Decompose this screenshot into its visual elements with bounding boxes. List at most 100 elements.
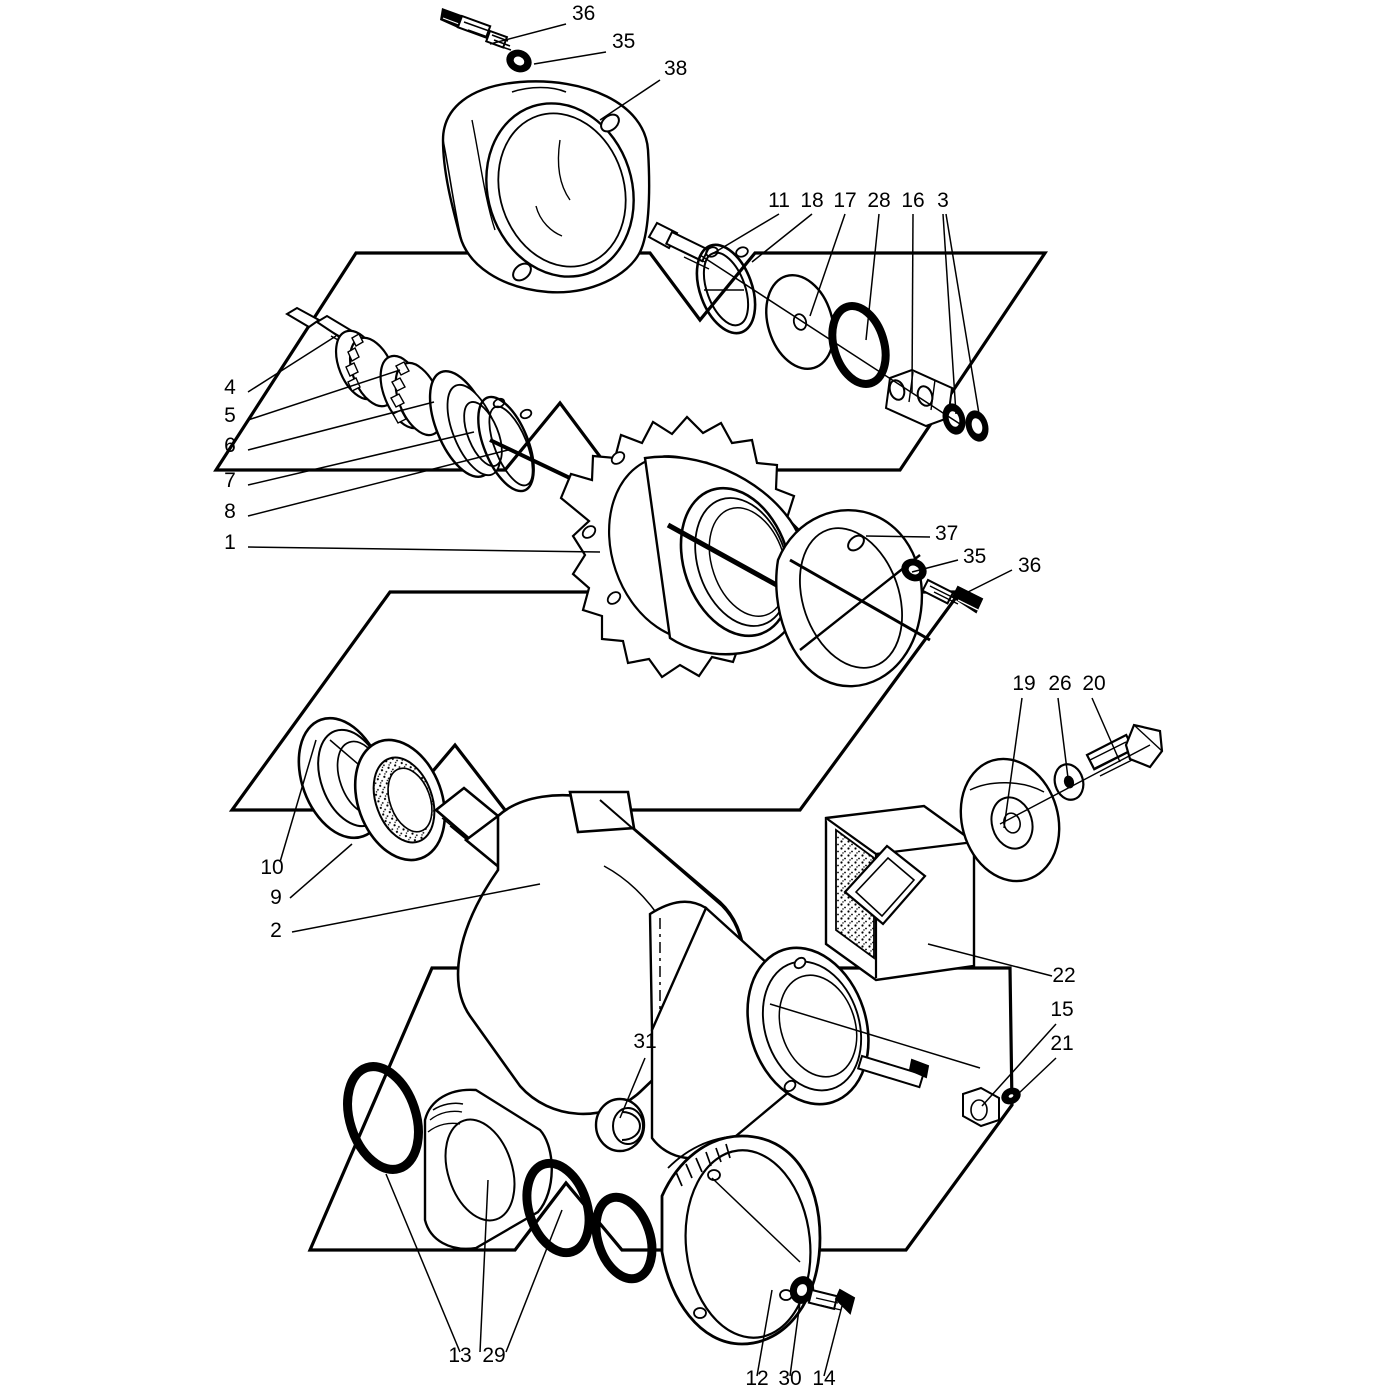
part-36-socket-screw-top: [440, 8, 512, 51]
leader-38: [599, 79, 661, 121]
axis-line-upper: [699, 254, 961, 425]
leader-9: [289, 843, 353, 899]
leader-30: [789, 1301, 801, 1377]
callout-1: 1: [224, 531, 236, 554]
leader-37: [865, 535, 931, 538]
part-7-bearing-race: [428, 369, 503, 479]
part-28-o-ring: [828, 302, 890, 388]
leader-31: [619, 1057, 646, 1119]
callout-7: 7: [224, 469, 236, 492]
callout-30: 30: [778, 1367, 801, 1390]
leader-5: [247, 369, 401, 421]
callout-4: 4: [224, 376, 236, 399]
leader-3a: [942, 213, 957, 415]
callout-36-mid: 36: [1018, 554, 1041, 577]
part-5-bearing-outer: [334, 329, 398, 408]
callout-18: 18: [800, 189, 823, 212]
axis-line-right: [999, 744, 1151, 825]
callout-21: 21: [1050, 1032, 1073, 1055]
part-19-cover-disc: [959, 757, 1061, 883]
leader-3b: [945, 213, 981, 421]
part-38-bell-housing: [441, 80, 651, 294]
part-17-disc-plate: [765, 273, 835, 371]
callout-5: 5: [224, 404, 236, 427]
callout-13: 13: [448, 1344, 471, 1367]
part-35-washer-top: [506, 49, 532, 73]
part-36-socket-screw-mid: [921, 578, 984, 614]
background-panel-upper: [213, 251, 1048, 472]
part-30-lock-washer: [789, 1276, 815, 1304]
callout-31: 31: [633, 1030, 656, 1053]
leader-26: [1057, 697, 1069, 779]
callout-17: 17: [833, 189, 856, 212]
part-20-hex-bolt: [1085, 723, 1164, 777]
callout-14: 14: [812, 1367, 836, 1390]
leader-4: [247, 335, 337, 393]
leader-29a: [479, 1179, 489, 1353]
leader-21: [1017, 1057, 1057, 1095]
callout-35-top: 35: [612, 30, 635, 53]
part-9-seal-ring: [353, 738, 447, 862]
leader-18: [751, 213, 813, 263]
callout-37: 37: [935, 522, 958, 545]
leader-36-mid: [955, 569, 1013, 599]
part-hub-barrel: [643, 455, 842, 656]
part-22-valve-block: [824, 804, 976, 982]
leader-12: [756, 1289, 773, 1377]
part-6-bearing-inner: [379, 354, 444, 437]
callout-8: 8: [224, 500, 236, 523]
callout-16: 16: [901, 189, 924, 212]
leader-14: [823, 1305, 843, 1377]
callout-36-top: 36: [572, 2, 595, 25]
part-15-pin: [856, 1054, 930, 1089]
leader-13: [385, 1173, 461, 1353]
part-13-o-ring-large: [343, 1062, 423, 1174]
callout-2: 2: [270, 919, 282, 942]
part-14-bolt-small: [807, 1288, 856, 1315]
callout-29: 29: [482, 1344, 505, 1367]
part-12-end-cover: [660, 1134, 822, 1346]
leader-7: [247, 431, 475, 486]
callout-12: 12: [745, 1367, 768, 1390]
leader-19: [1003, 697, 1023, 829]
callout-28: 28: [867, 189, 890, 212]
callout-19: 19: [1012, 672, 1035, 695]
callout-labels: 36 35 38 11 18 17 28 16 3 4 5 6 7 8 1 37…: [224, 2, 1106, 1390]
leader-22: [927, 943, 1053, 977]
leader-8: [247, 449, 509, 517]
callout-10: 10: [260, 856, 283, 879]
callout-35-mid: 35: [963, 545, 986, 568]
callout-9: 9: [270, 886, 282, 909]
leader-6: [247, 401, 435, 451]
background-panel-middle: [228, 590, 964, 812]
part-35-washer-mid: [901, 558, 927, 582]
part-8-retaining-ring: [477, 395, 535, 493]
callout-20: 20: [1082, 672, 1105, 695]
part-3-washer-pair: [942, 403, 989, 442]
callout-26: 26: [1048, 672, 1071, 695]
leader-28: [865, 213, 880, 341]
leader-1: [247, 546, 601, 553]
leader-17: [809, 213, 846, 317]
leader-16: [911, 213, 914, 393]
part-31-bushing-small: [594, 1097, 646, 1153]
leader-2: [291, 883, 541, 933]
leader-36-top: [489, 23, 567, 45]
leader-lines: [247, 23, 1121, 1377]
part-29-o-ring-set: [522, 1158, 657, 1284]
callout-11: 11: [768, 189, 790, 212]
leader-15: [981, 1023, 1057, 1107]
leader-29b: [505, 1209, 563, 1353]
callout-15: 15: [1050, 998, 1073, 1021]
part-37-bearing-cap: [775, 509, 931, 688]
leader-35-top: [533, 51, 607, 65]
part-flange-ring: [746, 946, 981, 1106]
leader-20: [1091, 697, 1121, 763]
leader-10: [279, 739, 317, 863]
part-piston: [423, 1088, 553, 1250]
leader-11: [711, 213, 780, 255]
background-panel-lower: [307, 966, 1014, 1252]
callout-6: 6: [224, 434, 236, 457]
